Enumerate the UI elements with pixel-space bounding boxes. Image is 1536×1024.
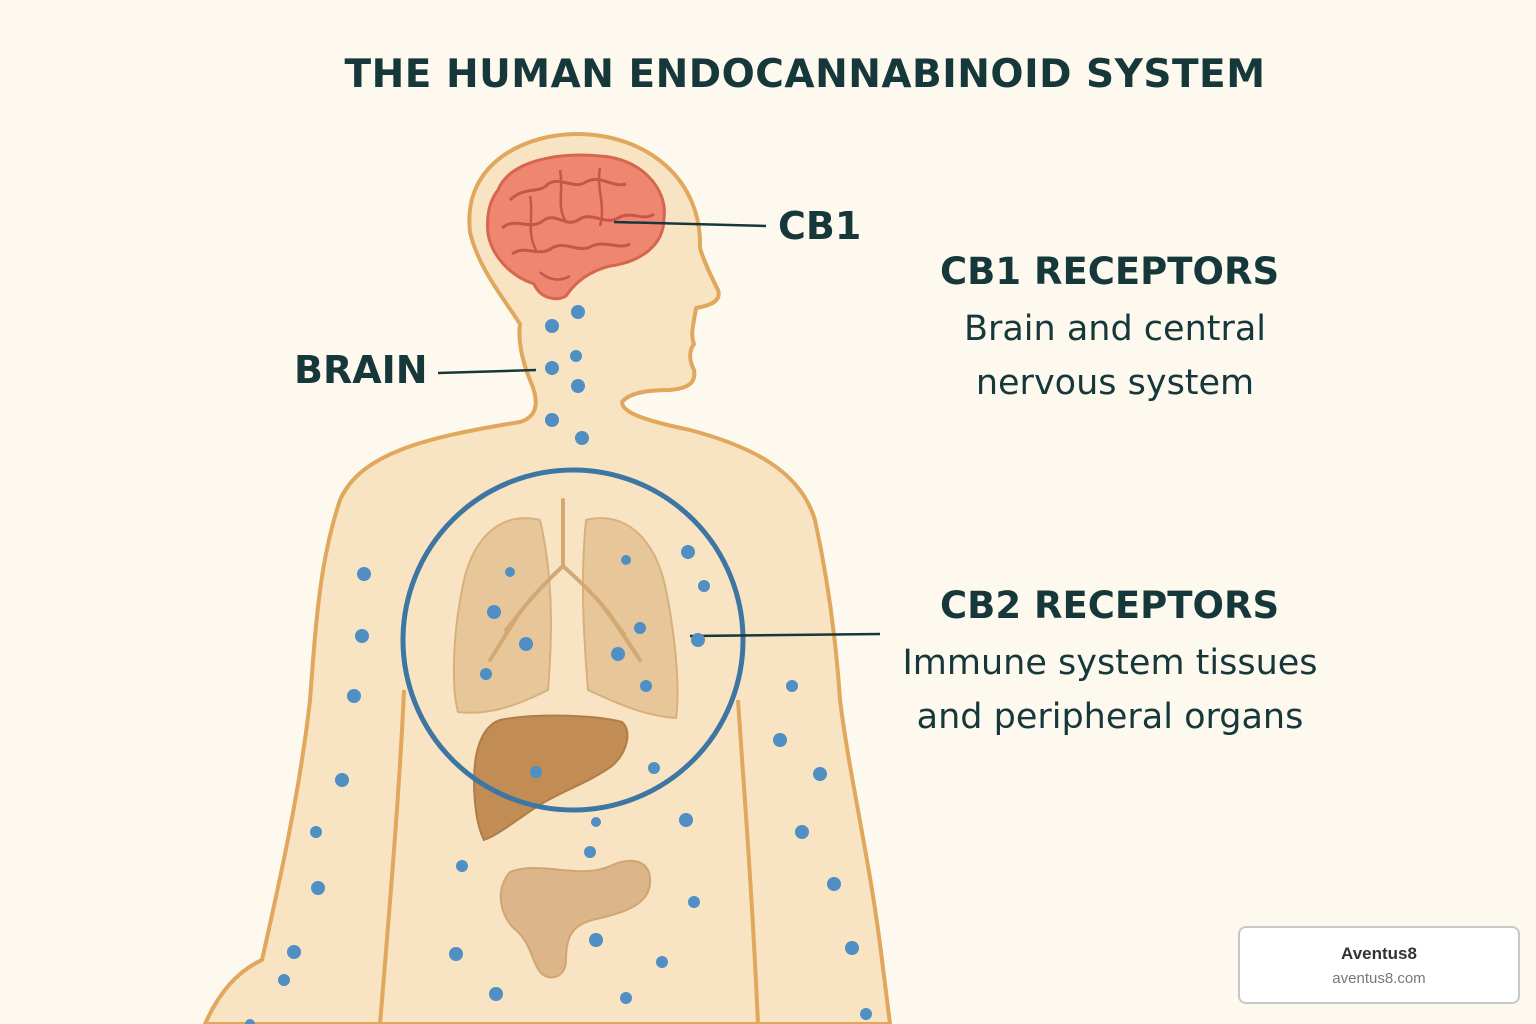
brain-label: BRAIN [294,348,428,392]
liver-organ [473,714,629,842]
brand-url[interactable]: aventus8.com [1332,970,1426,987]
cb2-description-line-2: and peripheral organs [916,697,1304,737]
cb1-receptors-description: Brain and central nervous system [930,302,1300,410]
cb1-brain-label: CB1 [778,204,862,248]
receptor-dots [245,305,872,1024]
cb2-receptors-description: Immune system tissues and peripheral org… [880,636,1340,744]
cb2-description-line-1: Immune system tissues [902,643,1318,683]
lungs-organ [452,498,679,720]
right-inner-arm-line [736,699,760,1024]
brand-name: Aventus8 [1341,944,1417,963]
cb1-leader-line [613,220,767,228]
cb1-description-line-1: Brain and central [963,309,1267,349]
left-inner-arm-line [378,689,406,1024]
brain-leader-line [437,368,537,375]
brand-badge[interactable]: Aventus8 aventus8.com [1238,926,1520,1004]
cb2-leader-line [689,632,881,638]
diagram-title: THE HUMAN ENDOCANNABINOID SYSTEM [344,52,1266,97]
cb1-receptors-heading: CB1 RECEPTORS [940,250,1280,293]
cb1-description-line-2: nervous system [975,363,1255,403]
pancreas-organ [499,859,652,979]
cb2-highlight-circle [400,467,746,813]
brain-organ [486,153,666,301]
cb2-receptors-heading: CB2 RECEPTORS [940,584,1280,627]
